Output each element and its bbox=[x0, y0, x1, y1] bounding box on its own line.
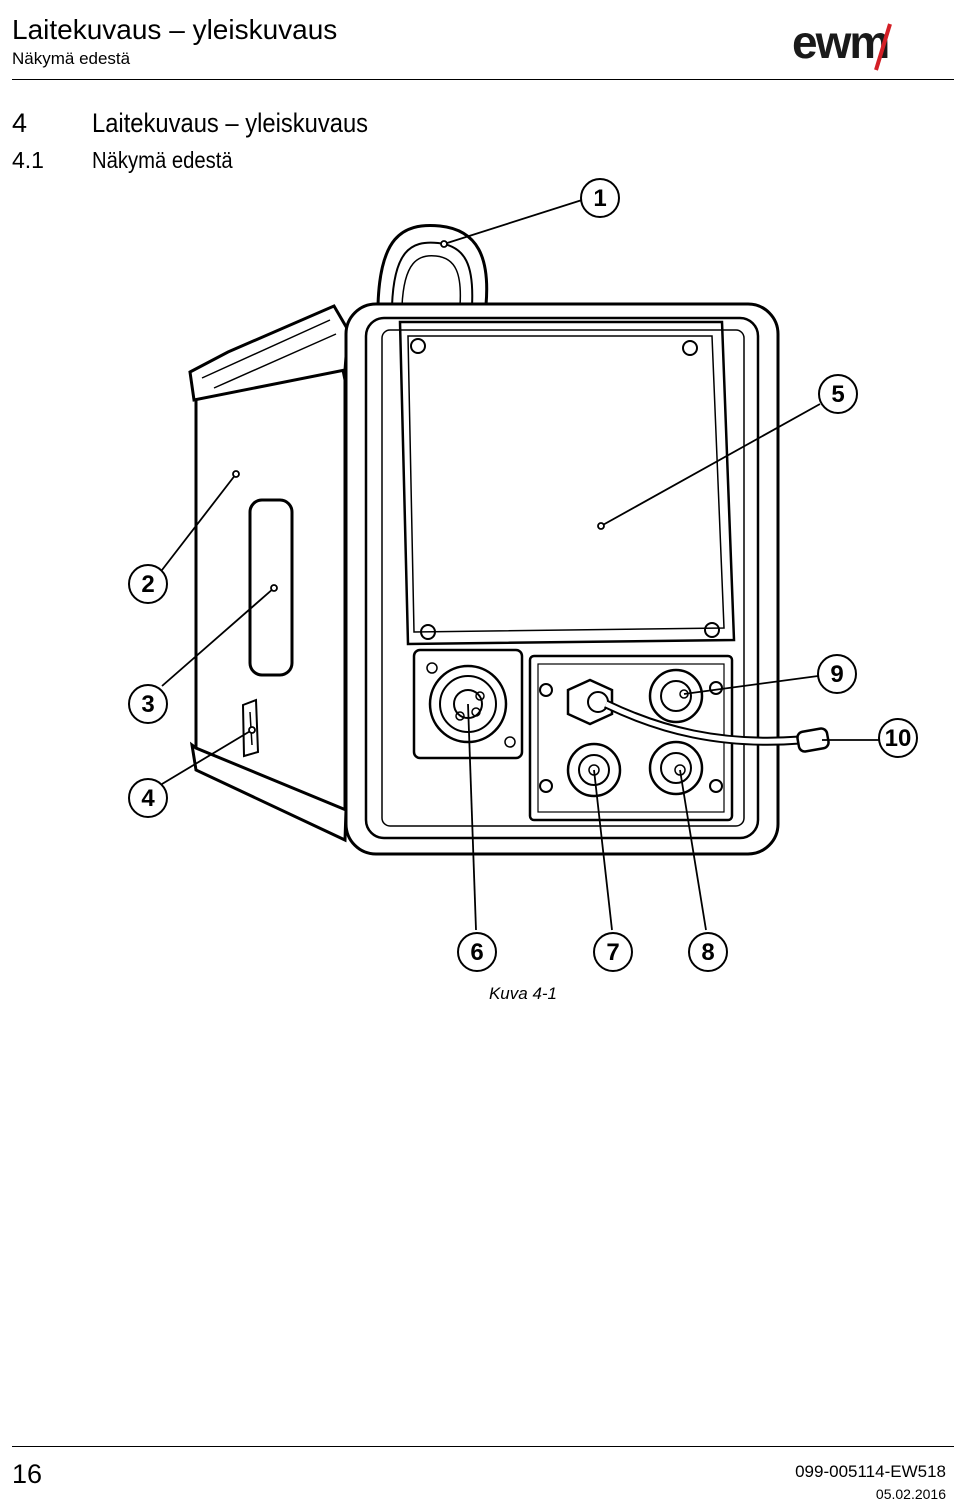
callout-label-8: 8 bbox=[701, 939, 714, 966]
callout-2 bbox=[128, 564, 168, 604]
callout-8 bbox=[688, 932, 728, 972]
header-subtitle: Näkymä edestä bbox=[12, 49, 131, 68]
callout-5 bbox=[818, 374, 858, 414]
subsection-number: 4.1 bbox=[12, 147, 44, 173]
callout-1 bbox=[580, 178, 620, 218]
callout-9 bbox=[817, 654, 857, 694]
callout-label-2: 2 bbox=[141, 571, 154, 598]
header-title: Laitekuvaus – yleiskuvaus bbox=[12, 14, 338, 45]
callout-7 bbox=[593, 932, 633, 972]
callout-label-9: 9 bbox=[830, 661, 843, 688]
callout-label-1: 1 bbox=[593, 185, 606, 212]
socket-bottom-left bbox=[566, 742, 622, 798]
socket-bottom-right bbox=[648, 740, 704, 796]
callout-3 bbox=[128, 684, 168, 724]
callout-label-7: 7 bbox=[606, 939, 619, 966]
carry-handle bbox=[376, 223, 489, 306]
device-front-view-illustration: 1 2 3 4 5 6 7 8 9 10 bbox=[128, 178, 918, 972]
section-title: Laitekuvaus – yleiskuvaus bbox=[92, 108, 369, 138]
callout-label-3: 3 bbox=[141, 691, 154, 718]
logo-text: ewm bbox=[792, 18, 888, 68]
subsection-title: Näkymä edestä bbox=[92, 147, 233, 173]
page-number: 16 bbox=[12, 1459, 43, 1489]
callout-label-10: 10 bbox=[885, 725, 912, 752]
header-divider bbox=[12, 79, 954, 80]
document-number: 099-005114-EW518 bbox=[795, 1462, 946, 1481]
front-top-panel bbox=[398, 320, 736, 646]
document-date: 05.02.2016 bbox=[875, 1486, 946, 1502]
connector-panel-left bbox=[412, 648, 524, 760]
ewm-logo: ewm bbox=[792, 18, 892, 71]
callout-6 bbox=[457, 932, 497, 972]
footer-divider bbox=[12, 1446, 954, 1447]
callout-label-4: 4 bbox=[141, 785, 155, 812]
front-frame bbox=[344, 302, 780, 856]
socket-top-right bbox=[648, 668, 704, 724]
callout-4 bbox=[128, 778, 168, 818]
callout-label-6: 6 bbox=[470, 939, 483, 966]
section-number: 4 bbox=[12, 108, 28, 138]
cable-gland bbox=[566, 678, 614, 726]
callout-label-5: 5 bbox=[831, 381, 844, 408]
figure-caption: Kuva 4-1 bbox=[488, 984, 558, 1003]
callout-10 bbox=[878, 718, 918, 758]
